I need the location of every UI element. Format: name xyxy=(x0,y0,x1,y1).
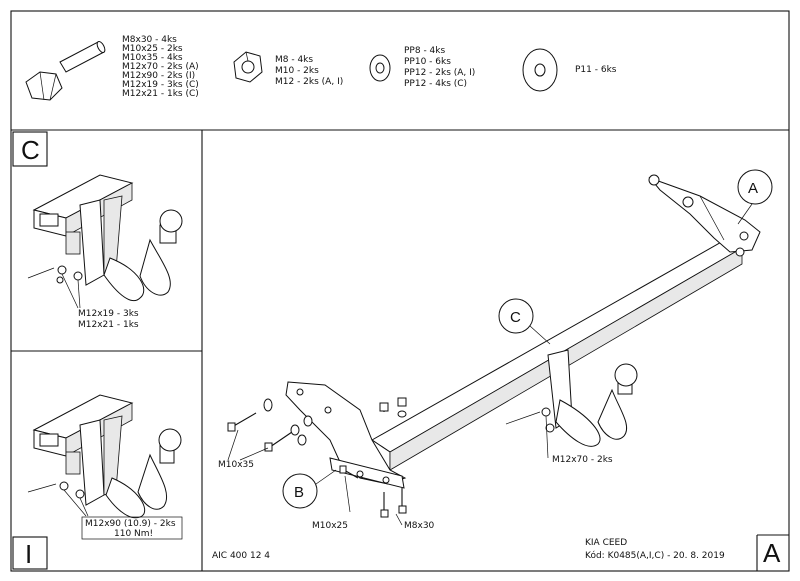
nut-item: M10 - 2ks xyxy=(275,66,319,76)
callout-b-label: B xyxy=(294,484,304,501)
panel-c-bolt-label-1: M12x19 - 3ks xyxy=(78,309,139,319)
washer-item: PP8 - 4ks xyxy=(404,46,445,56)
plate-washer-icon xyxy=(522,48,558,92)
right-bracket xyxy=(648,174,761,257)
label-m12x70: M12x70 - 2ks xyxy=(552,455,613,465)
callout-b: B xyxy=(282,469,337,509)
nut-item: M8 - 4ks xyxy=(275,55,313,65)
callout-a: A xyxy=(737,169,773,225)
plate-washer-label: P11 - 6ks xyxy=(575,65,617,75)
washer-item: PP10 - 6ks xyxy=(404,57,451,67)
washer-list: PP8 - 4ks PP10 - 6ks PP12 - 2ks (A, I) P… xyxy=(404,46,475,89)
washer-item: PP12 - 2ks (A, I) xyxy=(404,68,475,78)
nut-list: M8 - 4ks M10 - 2ks M12 - 2ks (A, I) xyxy=(275,55,343,87)
panel-i-letter: I xyxy=(25,539,32,569)
panel-i-towbar-illustration xyxy=(27,394,182,519)
washer-item: PP12 - 4ks (C) xyxy=(404,79,467,89)
bolt-m10x25-set xyxy=(339,465,359,513)
drawing-reference: Kód: K0485(A,I,C) - 20. 8. 2019 xyxy=(585,550,725,561)
panel-c-bolt-label-2: M12x21 - 1ks xyxy=(78,320,139,330)
bolt-item: M12x19 - 3ks (C) xyxy=(122,80,199,90)
panel-c-letter: C xyxy=(21,135,40,165)
bolt-item: M12x90 - 2ks (I) xyxy=(122,71,195,81)
callout-c-label: C xyxy=(510,309,521,326)
callout-a-label: A xyxy=(748,180,758,197)
panel-c-letter-box xyxy=(12,131,48,167)
label-m10x25: M10x25 xyxy=(312,521,348,531)
panel-i-letter-box xyxy=(12,536,48,570)
nut-icon xyxy=(233,51,263,83)
label-m8x30: M8x30 xyxy=(404,521,435,531)
label-m10x35: M10x35 xyxy=(218,460,254,470)
bolt-item: M12x21 - 1ks (C) xyxy=(122,89,199,99)
panel-i-bolt-label: M12x90 (10.9) - 2ks xyxy=(85,519,176,529)
bolt-list: M8x30 - 4ks M10x25 - 2ks M10x35 - 4ks M1… xyxy=(122,35,199,99)
bolt-m10x35-set xyxy=(227,398,313,461)
bolt-icon xyxy=(25,41,106,101)
bolt-item: M10x35 - 4ks xyxy=(122,53,183,63)
main-ball-arm xyxy=(505,349,638,459)
panel-i-torque-box xyxy=(81,516,183,540)
callout-c: C xyxy=(498,298,551,345)
bolt-m8x30-set xyxy=(379,397,407,526)
nut-item: M12 - 2ks (A, I) xyxy=(275,77,343,87)
left-bracket xyxy=(285,381,407,489)
bolt-item: M10x25 - 2ks xyxy=(122,44,183,54)
panel-i-torque-label: 110 Nm! xyxy=(114,529,153,539)
sheet-border xyxy=(10,10,790,572)
bolt-item: M8x30 - 4ks xyxy=(122,35,177,45)
variant-letter: A xyxy=(763,538,781,568)
washer-icon xyxy=(369,54,391,82)
bolt-item: M12x70 - 2ks (A) xyxy=(122,62,199,72)
vehicle-name: KIA CEED xyxy=(585,538,627,548)
drawing-code: AIC 400 12 4 xyxy=(212,551,270,561)
panel-c-towbar-illustration xyxy=(27,174,183,309)
